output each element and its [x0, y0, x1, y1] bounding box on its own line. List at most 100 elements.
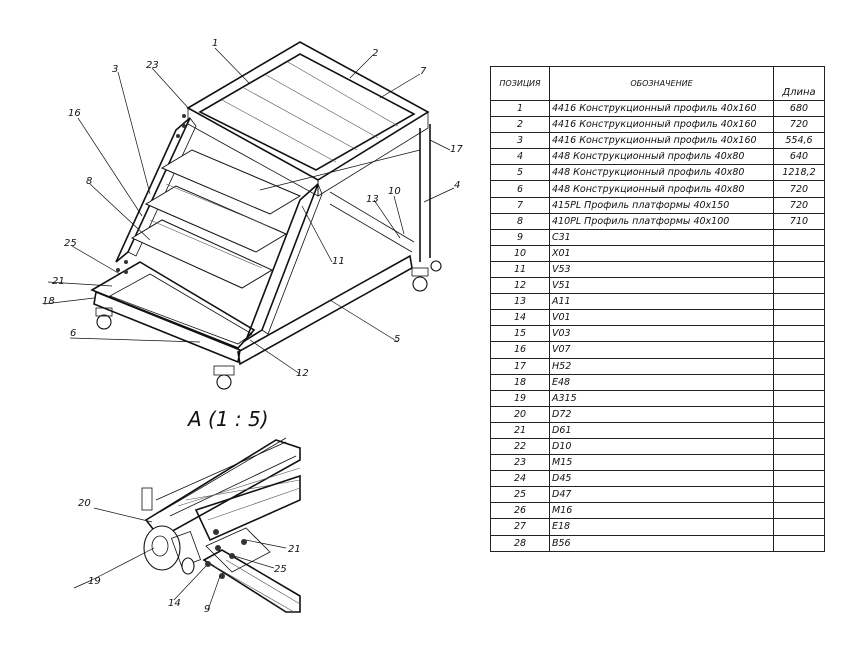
callout-8: 8 [86, 176, 92, 187]
bom-cell-position: 8 [490, 213, 550, 230]
bom-cell-designation: A11 [549, 293, 774, 311]
bom-header-position: ПОЗИЦИЯ [490, 66, 550, 101]
bom-cell-designation: 448 Конструкционный профиль 40х80 [549, 180, 774, 198]
callout-13: 13 [366, 194, 379, 205]
bom-cell-position: 3 [490, 132, 550, 150]
callout-2: 2 [372, 48, 378, 59]
upper-frame-inner [198, 53, 416, 171]
bom-cell-designation: C31 [549, 229, 774, 246]
bom-cell-designation: H52 [549, 358, 774, 375]
bom-cell-length [773, 406, 825, 423]
callout-12: 12 [296, 368, 309, 379]
callout-1: 1 [212, 38, 218, 49]
bom-cell-designation: D45 [549, 470, 774, 488]
detail-callout-14: 14 [168, 598, 181, 609]
bom-cell-position: 4 [490, 148, 550, 166]
upper-frame-edge-right [317, 111, 429, 197]
detail-bracket [205, 527, 271, 573]
callout-6: 6 [70, 328, 76, 339]
callout-3: 3 [112, 64, 118, 75]
bom-cell-position: 21 [490, 422, 550, 439]
bom-cell-designation: 4416 Конструкционный профиль 40х160 [549, 132, 774, 150]
bom-cell-designation: 410PL Профиль платформы 40х100 [549, 213, 774, 230]
bom-cell-position: 16 [490, 341, 550, 359]
bom-cell-position: 22 [490, 438, 550, 456]
detail-rail-top [144, 439, 301, 540]
bom-cell-length: 680 [773, 100, 825, 118]
bom-cell-length [773, 309, 825, 327]
callout-16: 16 [68, 108, 81, 119]
bom-cell-length: 720 [773, 180, 825, 198]
bom-header-row: ПОЗИЦИЯ ОБОЗНАЧЕНИЕ Длина [490, 66, 825, 101]
bom-cell-length [773, 358, 825, 375]
bom-cell-position: 19 [490, 390, 550, 407]
bom-cell-designation: D10 [549, 438, 774, 456]
callout-18: 18 [42, 296, 55, 307]
bom-cell-length [773, 229, 825, 246]
bom-cell-length: 1218,2 [773, 164, 825, 182]
bom-cell-position: 1 [490, 100, 550, 118]
bom-cell-designation: 4416 Конструкционный профиль 40х160 [549, 100, 774, 118]
platform-boards [221, 61, 399, 163]
callout-7: 7 [420, 66, 427, 77]
bom-cell-length [773, 245, 825, 262]
bom-cell-length: 720 [773, 197, 825, 214]
detail-bolts [205, 529, 247, 579]
bom-cell-length [773, 535, 825, 552]
bom-cell-position: 10 [490, 245, 550, 262]
bom-cell-designation: 448 Конструкционный профиль 40х80 [549, 164, 774, 182]
bom-cell-position: 27 [490, 518, 550, 536]
callout-4: 4 [454, 180, 460, 191]
bom-cell-designation: E48 [549, 374, 774, 391]
bom-cell-position: 11 [490, 261, 550, 279]
bom-cell-position: 2 [490, 116, 550, 134]
bom-cell-length [773, 293, 825, 311]
bom-cell-designation: V03 [549, 325, 774, 343]
cross-brace [329, 191, 415, 243]
bottom-frame-rail [93, 290, 241, 364]
bom-cell-position: 25 [490, 486, 550, 504]
cross-brace-2 [329, 203, 413, 253]
bom-cell-length [773, 486, 825, 504]
bom-cell-position: 23 [490, 454, 550, 472]
bom-cell-designation: 4416 Конструкционный профиль 40х160 [549, 116, 774, 134]
stringer-right-inner [261, 182, 323, 335]
detail-caster-wheel [143, 525, 181, 571]
bom-cell-designation: A315 [549, 390, 774, 407]
bom-cell-position: 24 [490, 470, 550, 488]
detail-view: 20 21 19 25 14 9 [73, 437, 301, 615]
detail-rail-mid [194, 474, 301, 542]
main-callout-labels: 1 2 3 23 16 7 17 8 4 10 13 25 11 21 18 6… [42, 38, 463, 379]
bom-cell-designation: 415PL Профиль платформы 40х150 [549, 197, 774, 214]
detail-callout-20: 20 [78, 498, 91, 509]
bom-cell-length: 554,6 [773, 132, 825, 150]
bom-cell-length [773, 470, 825, 488]
bom-cell-position: 13 [490, 293, 550, 311]
callout-25: 25 [64, 238, 77, 249]
bottom-frame [90, 261, 256, 349]
bom-cell-designation: V01 [549, 309, 774, 327]
bom-cell-length [773, 277, 825, 295]
bom-cell-designation: M15 [549, 454, 774, 472]
bom-cell-designation: V07 [549, 341, 774, 359]
bom-cell-length [773, 438, 825, 456]
bom-header-designation: ОБОЗНАЧЕНИЕ [549, 66, 774, 101]
bom-cell-position: 6 [490, 180, 550, 198]
